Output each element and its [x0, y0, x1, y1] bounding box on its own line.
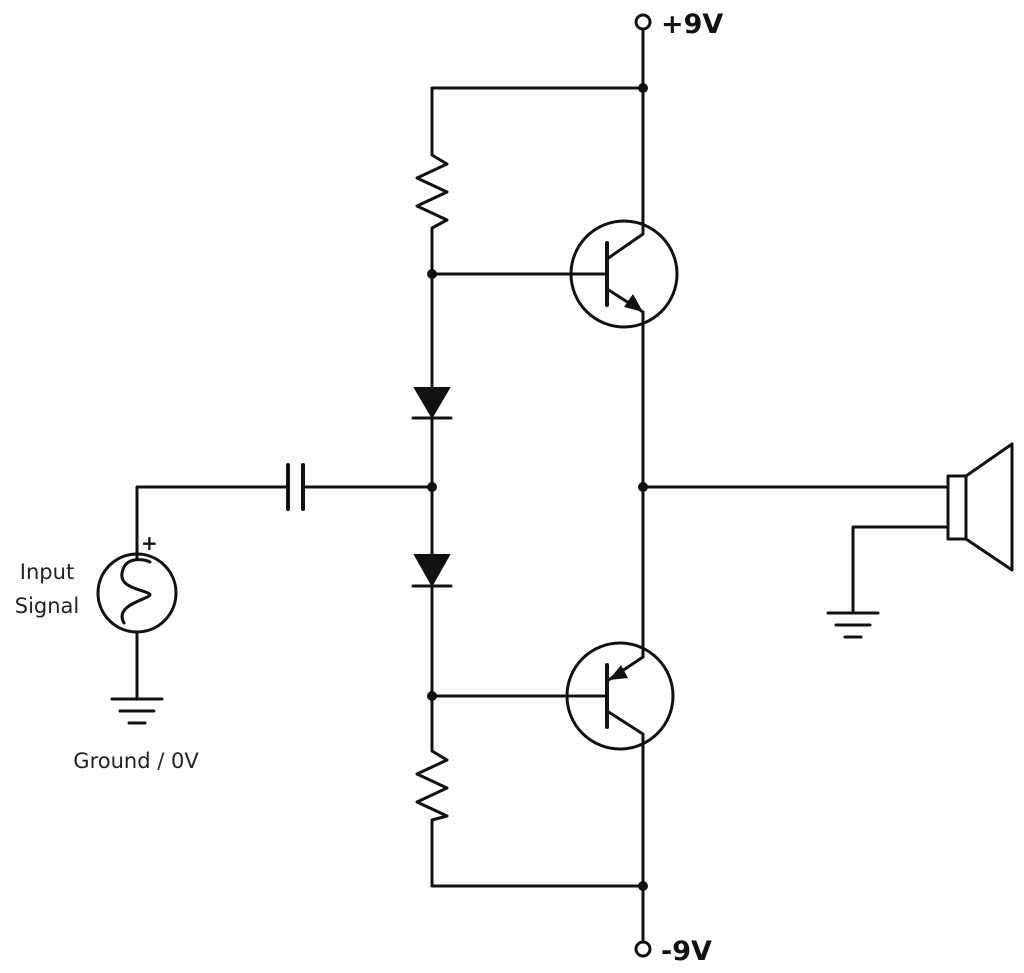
positive-rail-terminal — [634, 13, 652, 31]
negative-rail: -9V — [430, 818, 712, 967]
pnp-transistor — [565, 485, 675, 888]
source-polarity-label: + — [141, 531, 158, 555]
input-ground-icon — [110, 697, 164, 725]
input-signal-label-line2: Signal — [15, 594, 80, 618]
junction-dot — [427, 269, 437, 279]
signal-source: + — [96, 531, 178, 700]
lower-diode — [411, 554, 453, 588]
sine-wave-icon — [120, 558, 152, 625]
input-signal-label-line1: Input — [20, 560, 74, 584]
upper-diode — [411, 387, 453, 420]
speaker-ground-icon — [826, 611, 880, 639]
pnp-emitter-arrow — [609, 665, 628, 680]
negative-rail-terminal — [634, 940, 652, 958]
coupling-capacitor — [286, 463, 305, 511]
speaker-icon — [851, 442, 1014, 614]
junction-dot — [427, 691, 437, 701]
npn-transistor — [569, 86, 679, 489]
npn-emitter-arrow — [624, 294, 643, 312]
source-circle — [96, 552, 178, 634]
positive-rail-label: +9V — [661, 9, 723, 40]
negative-rail-label: -9V — [661, 936, 712, 967]
positive-rail: +9V — [430, 9, 723, 152]
upper-resistor — [415, 148, 449, 234]
ground-label: Ground / 0V — [73, 749, 199, 773]
lower-resistor — [415, 744, 449, 822]
